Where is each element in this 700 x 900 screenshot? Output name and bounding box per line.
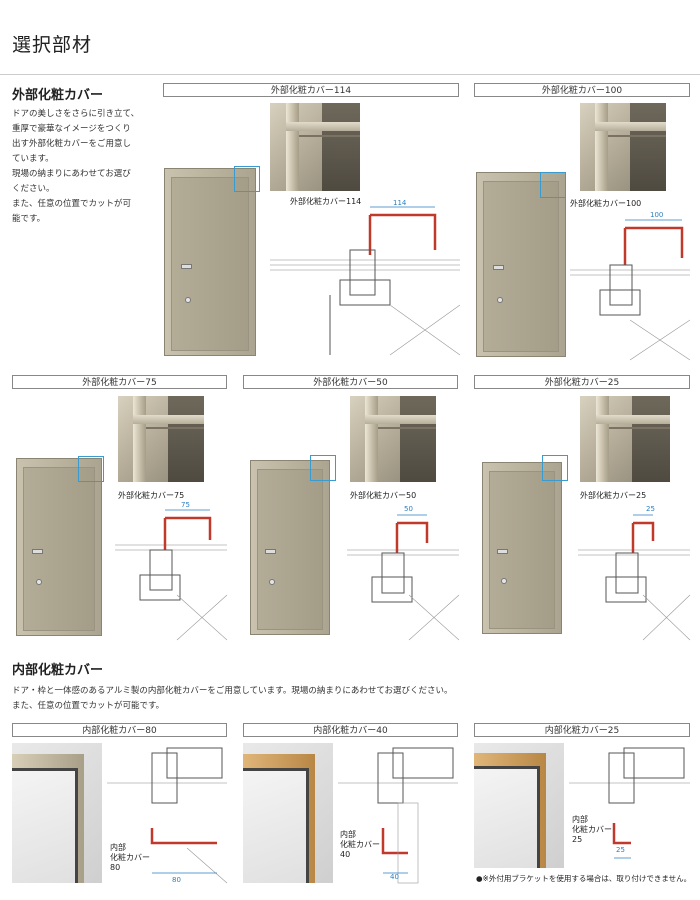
- callout-label-100: 外部化粧カバー100: [570, 199, 642, 208]
- dimension-label-interior-40: 40: [390, 873, 399, 881]
- exterior-desc-line: 出す外部化粧カバーをご用意し: [12, 139, 132, 149]
- cover-photo-50: [350, 396, 436, 482]
- exterior-desc-line: ドアの美しさをさらに引き立て、: [12, 109, 140, 119]
- detail-callout-box: [542, 455, 568, 481]
- panel-label-50: 外部化粧カバー50: [243, 375, 458, 389]
- panel-label-100: 外部化粧カバー100: [474, 83, 690, 97]
- interior-diagram-40: [338, 747, 458, 884]
- panel-label-interior-40: 内部化粧カバー40: [243, 723, 458, 737]
- door-illustration: [16, 458, 102, 636]
- bracket-note: ●※外付用ブラケットを使用する場合は、取り付けできません。: [476, 874, 692, 883]
- callout-line: 80: [110, 863, 121, 872]
- detail-callout-box: [78, 456, 104, 482]
- door-illustration: [164, 168, 256, 356]
- callout-line: 内部: [340, 830, 356, 839]
- dimension-label-interior-25: 25: [616, 846, 625, 854]
- callout-line: 25: [572, 835, 583, 844]
- dimension-label-25: 25: [646, 505, 655, 513]
- exterior-desc-line: また、任意の位置でカットが可: [12, 199, 132, 209]
- callout-label-75: 外部化粧カバー75: [118, 491, 185, 500]
- dimension-label-100: 100: [650, 211, 664, 219]
- callout-label-25: 外部化粧カバー25: [580, 491, 647, 500]
- exterior-desc-line: 重厚で豪華なイメージをつくり: [12, 124, 131, 134]
- section-diagram-75: [115, 509, 228, 641]
- interior-photo-80: [12, 743, 102, 883]
- dimension-label-75: 75: [181, 501, 190, 509]
- door-illustration: [482, 462, 562, 634]
- callout-label-114: 外部化粧カバー114: [290, 197, 362, 206]
- section-diagram-25: [578, 514, 691, 641]
- exterior-desc-line: ています。: [12, 154, 54, 164]
- cover-photo-114: [270, 103, 360, 191]
- dimension-label-114: 114: [393, 199, 407, 207]
- callout-line: 内部: [110, 843, 126, 852]
- cover-photo-100: [580, 103, 666, 191]
- cover-photo-75: [118, 396, 204, 482]
- interior-callout-80: 内部 化粧カバー 80: [110, 843, 150, 873]
- interior-photo-25: [474, 743, 564, 868]
- exterior-desc-line: 現場の納まりにあわせてお選び: [12, 169, 131, 179]
- dimension-label-50: 50: [404, 505, 413, 513]
- callout-line: 化粧カバー: [340, 840, 380, 849]
- callout-label-50: 外部化粧カバー50: [350, 491, 417, 500]
- interior-heading: 内部化粧カバー: [12, 663, 104, 678]
- callout-line: 内部: [572, 815, 588, 824]
- callout-line: 化粧カバー: [110, 853, 150, 862]
- panel-label-114: 外部化粧カバー114: [163, 83, 459, 97]
- detail-callout-box: [540, 172, 566, 198]
- interior-diagram-25: [569, 747, 690, 859]
- interior-description: ドア・枠と一体感のあるアルミ製の内部化粧カバーをご用意しています。現場の納まりに…: [12, 684, 692, 714]
- section-diagram-50: [347, 514, 460, 641]
- exterior-description: ドアの美しさをさらに引き立て、 重厚で豪華なイメージをつくり 出す外部化粧カバー…: [12, 107, 162, 227]
- interior-photo-40: [243, 743, 333, 883]
- detail-callout-box: [234, 166, 260, 192]
- exterior-desc-line: ください。: [12, 184, 55, 194]
- interior-callout-25: 内部 化粧カバー 25: [572, 815, 612, 845]
- section-diagram-114: [270, 206, 461, 356]
- page-title: 選択部材: [12, 34, 93, 56]
- interior-desc-line: ドア・枠と一体感のあるアルミ製の内部化粧カバーをご用意しています。現場の納まりに…: [12, 686, 453, 696]
- interior-diagram-80: [107, 747, 228, 884]
- detail-callout-box: [310, 455, 336, 481]
- callout-line: 40: [340, 850, 351, 859]
- panel-label-interior-80: 内部化粧カバー80: [12, 723, 227, 737]
- panel-label-25: 外部化粧カバー25: [474, 375, 690, 389]
- panel-label-interior-25: 内部化粧カバー25: [474, 723, 690, 737]
- exterior-desc-line: 能です。: [12, 214, 46, 224]
- cover-photo-25: [580, 396, 670, 482]
- door-illustration: [250, 460, 330, 635]
- section-diagram-100: [570, 219, 691, 361]
- callout-line: 化粧カバー: [572, 825, 612, 834]
- interior-callout-40: 内部 化粧カバー 40: [340, 830, 380, 860]
- panel-label-75: 外部化粧カバー75: [12, 375, 227, 389]
- exterior-heading: 外部化粧カバー: [12, 88, 104, 103]
- interior-desc-line: また、任意の位置でカットが可能です。: [12, 701, 165, 711]
- title-divider: [0, 74, 700, 75]
- dimension-label-interior-80: 80: [172, 876, 181, 884]
- door-illustration: [476, 172, 566, 357]
